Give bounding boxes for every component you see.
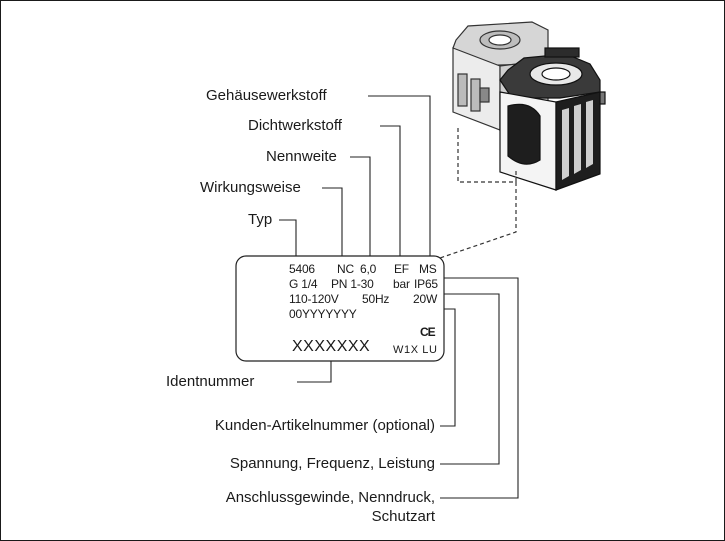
plate-power: 20W — [413, 292, 438, 306]
plate-code: W1X LU — [393, 344, 438, 356]
plate-ms: MS — [419, 262, 437, 276]
plate-frequency: 50Hz — [362, 292, 390, 306]
label-spannung: Spannung, Frequenz, Leistung — [229, 455, 435, 472]
label-anschlussgewinde: Anschlussgewinde, Nenndruck, — [225, 489, 435, 506]
plate-bar: bar — [393, 277, 410, 291]
nameplate — [235, 255, 445, 362]
label-wirkungsweise: Wirkungsweise — [200, 179, 301, 196]
dashed-leaders — [439, 128, 517, 259]
plate-voltage: 110-120V — [289, 292, 339, 306]
label-typ: Typ — [248, 211, 273, 228]
leader-lines — [279, 95, 519, 499]
plate-typ: 5406 — [289, 262, 315, 276]
plate-nc: NC — [337, 262, 354, 276]
plate-dn: 6,0 — [360, 262, 377, 276]
front-coil-illustration — [499, 47, 606, 191]
label-dichtwerkstoff: Dichtwerkstoff — [248, 117, 342, 134]
label-gehaeusewerkstoff: Gehäusewerkstoff — [206, 87, 327, 104]
label-identnummer: Identnummer — [166, 373, 255, 390]
plate-xxx: XXXXXXX — [292, 338, 371, 355]
ce-mark: CE — [420, 325, 436, 339]
label-schutzart: Schutzart — [371, 508, 435, 525]
plate-pn: PN 1-30 — [331, 277, 374, 291]
plate-ident-placeholder: 00YYYYYYY — [289, 307, 357, 321]
plate-ef: EF — [394, 262, 409, 276]
plate-ip: IP65 — [414, 277, 438, 291]
label-kunden-artikelnummer: Kunden-Artikelnummer (optional) — [214, 417, 435, 434]
label-nennweite: Nennweite — [266, 148, 337, 165]
plate-thread: G 1/4 — [289, 277, 318, 291]
